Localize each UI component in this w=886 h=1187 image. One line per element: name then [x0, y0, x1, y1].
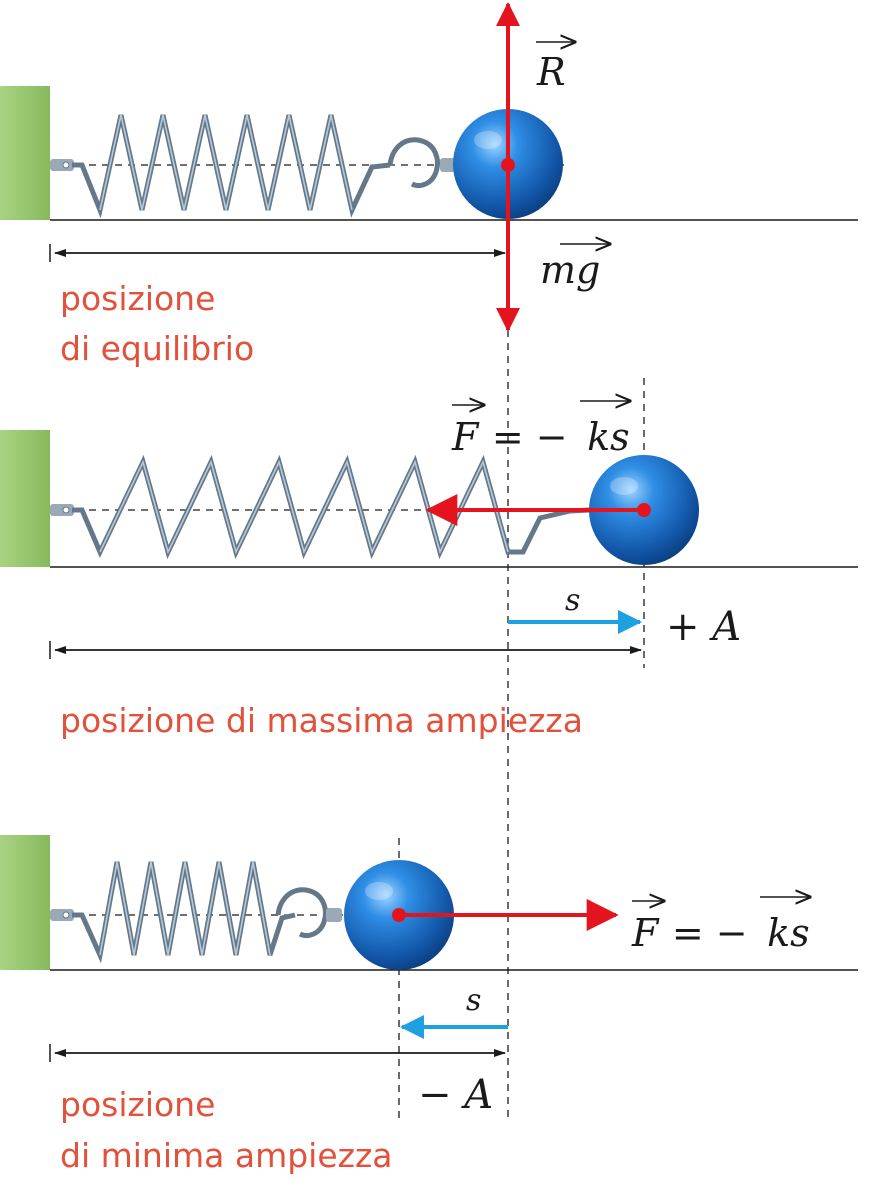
- label-displacement: s: [466, 983, 481, 1018]
- wall: [0, 835, 50, 970]
- label-displacement: s: [565, 583, 580, 618]
- wall: [0, 86, 50, 220]
- svg-text:F = − ks: F = − ks: [451, 415, 630, 459]
- svg-text:mg: mg: [540, 248, 600, 292]
- ball-highlight: [365, 882, 393, 900]
- spring: [50, 861, 342, 964]
- svg-text:R: R: [536, 50, 566, 94]
- dimension-equilibrium: [49, 244, 506, 262]
- ball-highlight: [474, 131, 502, 149]
- panel-min-amplitude: F = − ks s − A posizione di minima ampie…: [0, 835, 858, 1175]
- svg-text:F = − ks: F = − ks: [631, 911, 810, 955]
- caption-equilibrium-line2: di equilibrio: [60, 329, 254, 368]
- label-amplitude-plus: + A: [666, 604, 741, 650]
- panel-max-amplitude: F = − ks s + A posizione di massima ampi…: [0, 378, 858, 740]
- caption-max-amplitude: posizione di massima ampiezza: [60, 701, 583, 740]
- panel-equilibrium: R mg posizione di equilibrio: [0, 2, 858, 368]
- caption-equilibrium-line1: posizione: [60, 279, 215, 318]
- ball-center-dot: [637, 503, 651, 517]
- label-amplitude-minus: − A: [418, 1072, 493, 1118]
- ball-highlight: [610, 477, 638, 495]
- ball-center-dot: [501, 158, 515, 172]
- label-force-min: F = − ks: [631, 897, 810, 955]
- spring: [50, 454, 591, 560]
- ball-center-dot: [392, 908, 406, 922]
- caption-min-line1: posizione: [60, 1085, 215, 1124]
- label-R: R: [536, 42, 575, 94]
- label-force-max: F = − ks: [451, 401, 630, 459]
- dimension-min: [49, 1044, 506, 1062]
- dimension-max: [49, 641, 642, 659]
- wall: [0, 430, 50, 567]
- caption-min-line2: di minima ampiezza: [60, 1136, 393, 1175]
- label-mg: mg: [540, 244, 610, 292]
- spring: [50, 114, 456, 219]
